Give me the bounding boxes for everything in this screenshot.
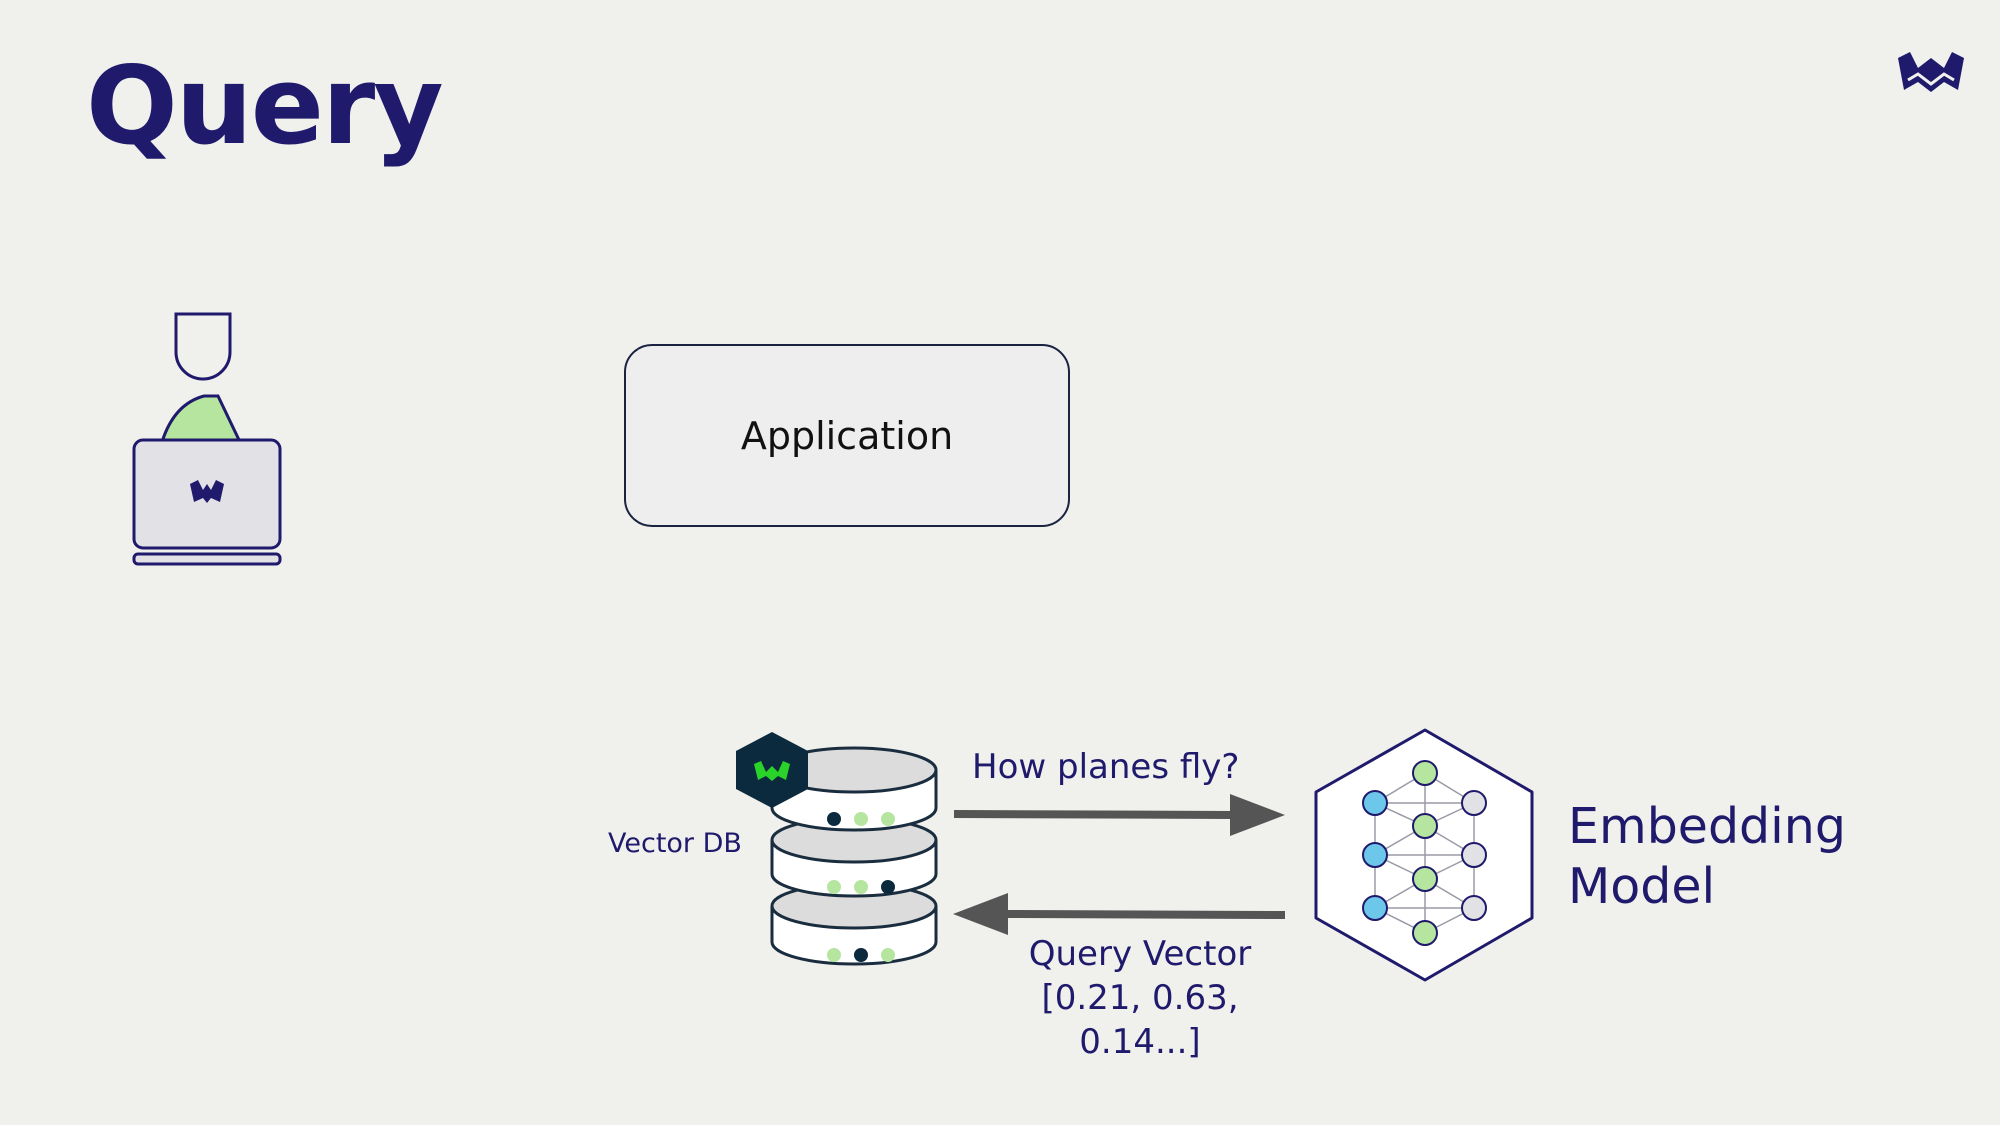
page-title: Query	[86, 44, 444, 169]
vector-db-label: Vector DB	[608, 828, 742, 859]
neural-network-hexagon-icon	[1312, 728, 1536, 987]
query-vector-title: Query Vector	[1028, 934, 1252, 974]
query-vector-values: [0.21, 0.63, 0.14...]	[1041, 978, 1239, 1062]
query-vector-label: Query Vector [0.21, 0.63, 0.14...]	[980, 932, 1300, 1064]
application-label: Application	[740, 413, 954, 458]
embedding-model-line1: Embedding	[1568, 798, 1846, 855]
flow-arrows	[940, 780, 1300, 965]
embedding-model-line2: Model	[1568, 858, 1716, 915]
embedding-model-label: Embedding Model	[1568, 797, 1846, 917]
database-stack-icon	[730, 728, 940, 989]
w-logo-icon	[1896, 50, 1966, 99]
query-text: How planes fly?	[972, 747, 1240, 787]
arrow-to-model	[953, 794, 1285, 836]
application-box: Application	[624, 344, 1070, 527]
arrow-to-db	[953, 893, 1286, 935]
user-with-laptop-icon	[128, 312, 284, 573]
